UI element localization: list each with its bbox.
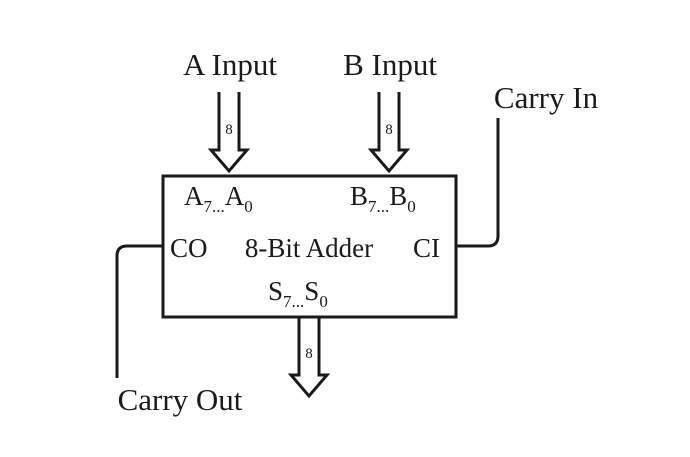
adder-block bbox=[161, 174, 458, 319]
carry-in-pin-label: CI bbox=[413, 233, 440, 263]
s-port-lo: S bbox=[304, 276, 319, 306]
a-bus-width-label: 8 bbox=[225, 122, 233, 138]
a-port-hi-sub: 7 bbox=[204, 197, 213, 216]
b-port-hi-sub: 7 bbox=[368, 197, 377, 216]
a-port-ellipsis: ... bbox=[212, 197, 225, 216]
carry-out-pin-label: CO bbox=[170, 233, 208, 263]
a-port-lo: A bbox=[225, 181, 245, 211]
carry-in-wire bbox=[456, 118, 500, 248]
b-input-label: B Input bbox=[343, 47, 437, 82]
b-bus-width-label: 8 bbox=[385, 122, 393, 138]
b-port-hi: B bbox=[350, 181, 368, 211]
s-port-label: S7...S0 bbox=[268, 276, 328, 311]
a-port-label: A7...A0 bbox=[184, 181, 253, 216]
sum-bus-width-label: 8 bbox=[305, 346, 313, 362]
carry-out-label: Carry Out bbox=[118, 382, 243, 417]
b-input-bus-arrow bbox=[367, 92, 411, 174]
s-port-lo-sub: 0 bbox=[319, 292, 328, 311]
s-port-hi: S bbox=[268, 276, 283, 306]
b-port-lo-sub: 0 bbox=[407, 197, 416, 216]
carry-in-label: Carry In bbox=[494, 80, 599, 115]
b-port-lo: B bbox=[389, 181, 407, 211]
sum-output-bus-arrow bbox=[287, 318, 331, 399]
carry-out-wire bbox=[115, 244, 163, 378]
a-input-label: A Input bbox=[183, 47, 277, 82]
a-input-bus-arrow bbox=[207, 92, 251, 174]
s-port-ellipsis: ... bbox=[292, 292, 305, 311]
a-port-hi: A bbox=[184, 181, 204, 211]
s-port-hi-sub: 7 bbox=[283, 292, 292, 311]
b-port-ellipsis: ... bbox=[377, 197, 390, 216]
a-port-lo-sub: 0 bbox=[244, 197, 253, 216]
adder-title: 8-Bit Adder bbox=[245, 233, 373, 263]
b-port-label: B7...B0 bbox=[350, 181, 416, 216]
